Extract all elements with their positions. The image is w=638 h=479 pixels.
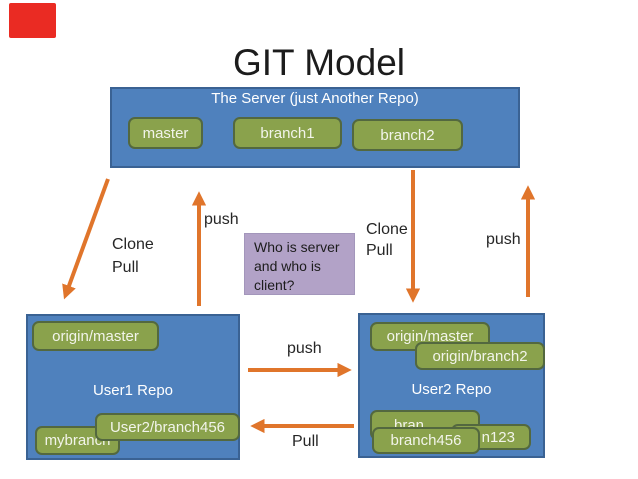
branch-box-branch456: branch456 (372, 427, 480, 454)
question-box: Who is server and who is client? (244, 233, 355, 295)
user1-repo-box: origin/master User1 Repo mybranch User2/… (26, 314, 240, 460)
branch-box-master: master (128, 117, 203, 149)
label-push-right: push (486, 231, 521, 248)
question-line-1: Who is server (254, 239, 340, 255)
label-pull-right: Pull (366, 242, 393, 259)
slide-title: GIT Model (232, 42, 406, 83)
question-line-2: and who is (254, 258, 321, 274)
label-push-middle: push (287, 340, 322, 357)
user2-repo-title: User2 Repo (411, 381, 492, 398)
branch-box-user2-branch456: User2/branch456 (95, 413, 240, 441)
branch-box-origin-branch2: origin/branch2 (415, 342, 545, 370)
red-corner-block (9, 3, 56, 38)
label-clone-left: Clone (112, 236, 154, 253)
label-pull-left: Pull (112, 259, 139, 276)
branch-box-user1-origin-master: origin/master (32, 321, 159, 351)
question-line-3: client? (254, 277, 295, 293)
arrow-clone-pull-left (62, 178, 110, 300)
label-clone-right: Clone (366, 221, 408, 238)
user1-repo-title: User1 Repo (92, 382, 174, 399)
branch-box-mybranch: mybranch (35, 426, 120, 455)
user2-repo-box: origin/master origin/branch2 User2 Repo … (358, 313, 545, 458)
label-push-left: push (204, 211, 239, 228)
server-repo-title: The Server (just Another Repo) (211, 90, 419, 107)
branch-box-branch2: branch2 (352, 119, 463, 151)
label-pull-middle: Pull (292, 433, 319, 450)
branch-box-branch1: branch1 (233, 117, 342, 149)
